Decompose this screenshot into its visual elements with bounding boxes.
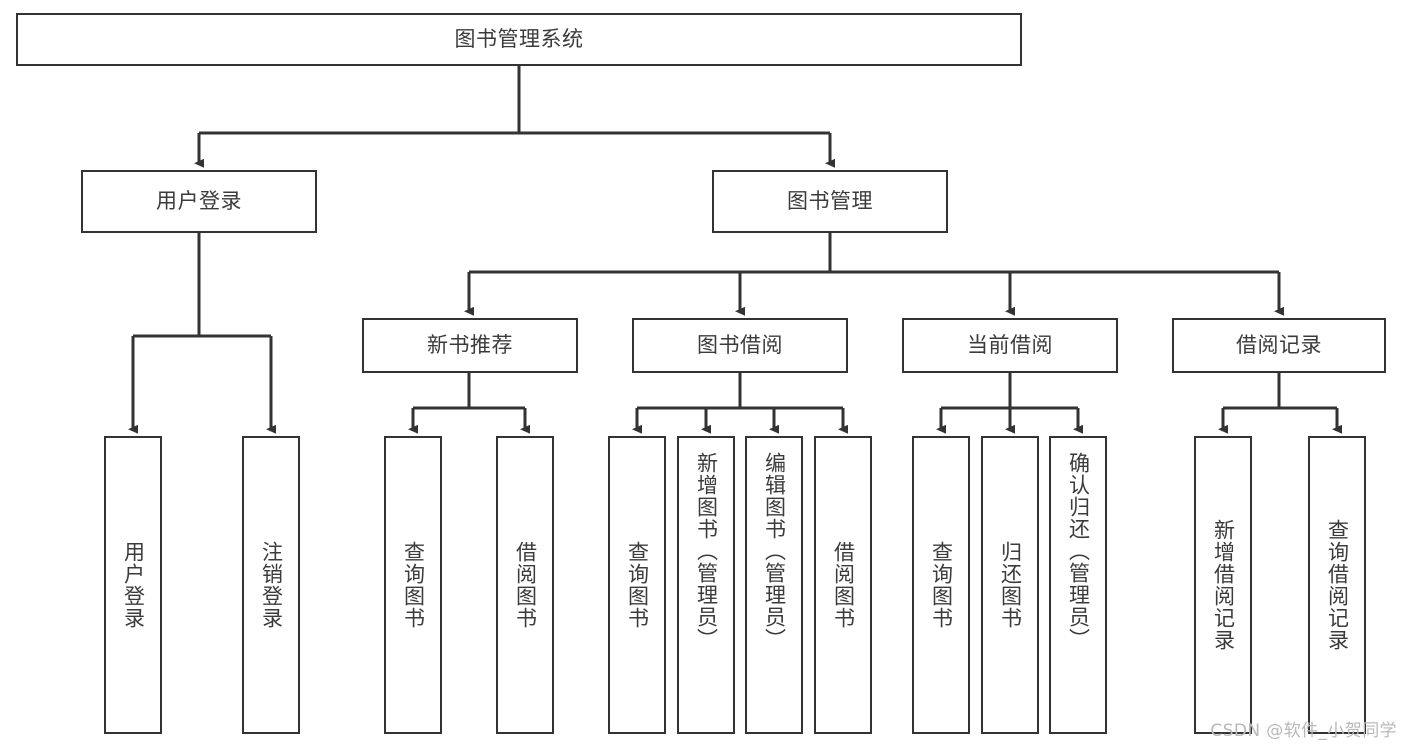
node-book-borrow[interactable]: 图书借阅 [632, 318, 848, 373]
leaf-query-book-recommend[interactable]: 查询图书 [384, 436, 442, 734]
node-label: 图书借阅 [697, 333, 783, 358]
node-label: 用户登录 [156, 189, 242, 214]
node-label: 查询借阅记录 [1325, 519, 1350, 651]
node-label: 图书管理系统 [454, 27, 584, 52]
node-label: 用户登录 [121, 541, 146, 629]
node-label: 编辑图书（管理员） [762, 452, 787, 650]
node-root-book-management-system[interactable]: 图书管理系统 [16, 13, 1022, 66]
node-borrow-record[interactable]: 借阅记录 [1172, 318, 1386, 373]
csdn-watermark: CSDN @软件_小贺同学 [1210, 721, 1397, 741]
node-label: 确认归还（管理员） [1066, 452, 1091, 650]
node-label: 当前借阅 [967, 333, 1053, 358]
node-label: 查询图书 [929, 541, 954, 629]
node-label: 图书管理 [787, 189, 873, 214]
node-label: 新增图书（管理员） [694, 452, 719, 650]
node-label: 查询图书 [625, 541, 650, 629]
node-label: 借阅图书 [831, 541, 856, 629]
leaf-query-borrow-record[interactable]: 查询借阅记录 [1308, 436, 1366, 734]
node-label: 归还图书 [998, 541, 1023, 629]
node-label: 借阅图书 [513, 541, 538, 629]
node-label: 新增借阅记录 [1211, 519, 1236, 651]
leaf-borrow-book-recommend[interactable]: 借阅图书 [496, 436, 554, 734]
leaf-user-login[interactable]: 用户登录 [104, 436, 162, 734]
node-current-borrow[interactable]: 当前借阅 [902, 318, 1118, 373]
leaf-logout[interactable]: 注销登录 [242, 436, 300, 734]
node-label: 新书推荐 [427, 333, 513, 358]
node-book-management[interactable]: 图书管理 [712, 170, 948, 233]
leaf-confirm-return-admin[interactable]: 确认归还（管理员） [1049, 436, 1107, 734]
node-new-book-recommend[interactable]: 新书推荐 [362, 318, 578, 373]
node-label: 借阅记录 [1236, 333, 1322, 358]
leaf-query-book-current[interactable]: 查询图书 [912, 436, 970, 734]
leaf-borrow-book[interactable]: 借阅图书 [814, 436, 872, 734]
leaf-edit-book-admin[interactable]: 编辑图书（管理员） [745, 436, 803, 734]
node-label: 查询图书 [401, 541, 426, 629]
node-user-login[interactable]: 用户登录 [81, 170, 317, 233]
leaf-add-book-admin[interactable]: 新增图书（管理员） [677, 436, 735, 734]
leaf-return-book[interactable]: 归还图书 [981, 436, 1039, 734]
leaf-query-book-borrow[interactable]: 查询图书 [608, 436, 666, 734]
node-label: 注销登录 [259, 541, 284, 629]
leaf-add-borrow-record[interactable]: 新增借阅记录 [1194, 436, 1252, 734]
